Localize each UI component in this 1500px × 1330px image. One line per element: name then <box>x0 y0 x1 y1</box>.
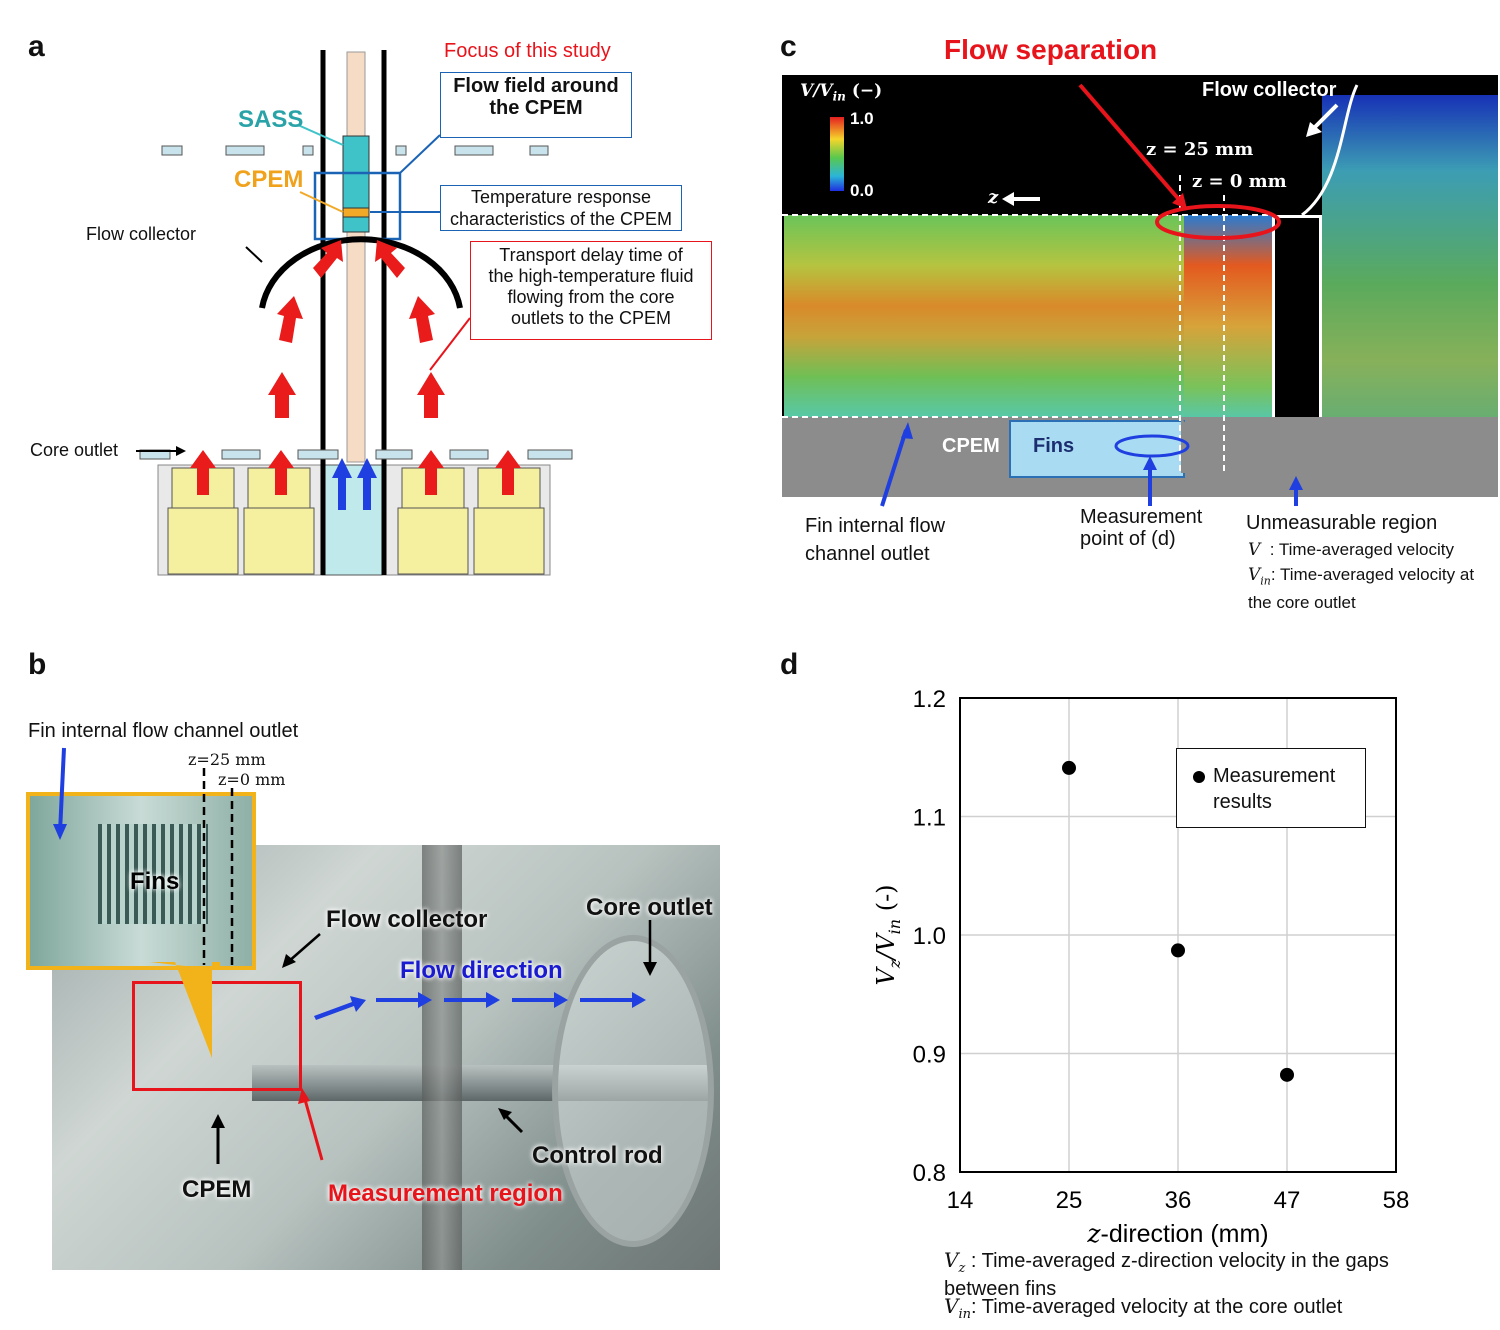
transport-delay-callout: Transport delay time of the high-tempera… <box>470 241 712 340</box>
z0-label-c: z = 0 mm <box>1192 171 1287 192</box>
x-tick-label: 47 <box>1274 1187 1301 1214</box>
panel-b-overlay <box>53 747 657 1164</box>
flow-field-callout: Flow field around the CPEM <box>440 72 632 138</box>
x-tick-label: 14 <box>947 1187 974 1214</box>
flow-separation-ellipse <box>1155 204 1281 240</box>
control-rod-label: Control rod <box>532 1142 663 1169</box>
x-tick-label: 36 <box>1165 1187 1192 1214</box>
unmeasurable-label: Unmeasurable region <box>1246 512 1438 534</box>
fins-inset <box>26 792 256 970</box>
velocity-field-right <box>1322 95 1498 475</box>
vin-note: Vin: Time-averaged velocity at the core … <box>944 1294 1343 1322</box>
control-rod-guide <box>321 464 383 576</box>
v-definition: V : Time-averaged velocity <box>1248 540 1454 560</box>
chart-legend: Measurement results <box>1176 748 1366 828</box>
x-tick-label: 58 <box>1383 1187 1410 1214</box>
colorbar-max: 1.0 <box>850 109 874 128</box>
velocity-field-fluid <box>784 215 1184 417</box>
y-tick-label: 1.2 <box>913 686 946 713</box>
sass <box>342 135 370 233</box>
cpem-label-a: CPEM <box>234 166 304 193</box>
cpem-label-c: CPEM <box>942 435 1000 457</box>
transport-delay-text: Transport delay time of the high-tempera… <box>488 245 694 328</box>
velocity-field-fluid-2 <box>1184 215 1274 417</box>
flow-collector-label-c: Flow collector <box>1202 79 1337 101</box>
measurement-point-ellipse <box>1114 434 1190 458</box>
x-axis-label: z-direction (mm) <box>1086 1219 1268 1248</box>
plot-frame <box>959 697 1397 1173</box>
panel-c-letter: c <box>780 30 797 63</box>
fin-outlet-label-c: Fin internal flow channel outlet <box>805 515 946 565</box>
vin-definition: Vin: Time-averaged velocity at the core … <box>1248 565 1475 613</box>
panel-d-letter: d <box>780 648 799 681</box>
colorbar-min: 0.0 <box>850 181 874 200</box>
z0-label-b: z=0 mm <box>218 770 286 789</box>
panel-b-letter: b <box>28 648 47 681</box>
y-tick-label: 0.9 <box>913 1042 946 1069</box>
legend-label: Measurement results <box>1213 765 1336 813</box>
panel-c-overlay <box>782 83 1359 475</box>
photo-core-outlet-disk <box>552 935 714 1247</box>
cpem-label-b: CPEM <box>182 1176 252 1203</box>
measurement-region-box <box>132 981 302 1091</box>
fins-label-c: Fins <box>1033 435 1075 457</box>
y-tick-label: 0.8 <box>913 1160 946 1187</box>
vz-note: Vz : Time-averaged z-direction velocity … <box>944 1248 1389 1300</box>
data-point <box>1171 943 1185 958</box>
fins-label-b: Fins <box>130 868 180 895</box>
measurement-region-label: Measurement region <box>328 1180 563 1207</box>
scatter-chart: 14 25 36 47 58 0.8 0.9 1.0 1.1 1.2 z-direction (m… <box>872 686 1410 1248</box>
inset-fins <box>98 824 208 924</box>
y-tick-label: 1.0 <box>913 923 946 950</box>
y-axis-label: Vz/Vin (-) <box>872 884 904 985</box>
colorbar <box>830 117 844 191</box>
y-tick-label: 1.1 <box>913 805 946 832</box>
data-point <box>1062 760 1076 775</box>
measurement-point-label: Measurement point of (d) <box>1080 506 1203 550</box>
experiment-photo <box>52 845 720 1270</box>
flow-collector-label-a: Flow collector <box>86 224 197 244</box>
photo-frame-post <box>422 845 462 1270</box>
z25-label-b: z=25 mm <box>188 750 266 769</box>
fin-outlet-label-b: Fin internal flow channel outlet <box>28 720 299 742</box>
panel-a-diagram <box>136 50 573 576</box>
panel-c-arrows <box>880 422 1303 507</box>
flow-direction-label: Flow direction <box>400 957 563 984</box>
legend-marker <box>1193 771 1205 783</box>
flow-field-text: Flow field around the CPEM <box>453 75 619 119</box>
velocity-field: V/Vin (−) 1.0 0.0 Flow collector z = 25 … <box>782 75 1498 497</box>
colorbar-title: V/Vin (−) <box>800 81 883 104</box>
core-outlet-label-a: Core outlet <box>30 440 119 460</box>
control-rod <box>346 51 366 463</box>
flow-collector-label-b: Flow collector <box>326 906 488 933</box>
temp-response-callout: Temperature response characteristics of … <box>440 185 682 231</box>
cpem-band <box>342 207 370 218</box>
x-tick-label: 25 <box>1056 1187 1083 1214</box>
z25-label-c: z = 25 mm <box>1146 139 1254 160</box>
flow-separation-label: Flow separation <box>944 34 1158 65</box>
z-axis-label: z <box>988 187 999 208</box>
focus-label: Focus of this study <box>444 40 611 62</box>
temp-response-text: Temperature response characteristics of … <box>449 187 673 229</box>
data-point <box>1280 1067 1294 1082</box>
core-outlet-label-b: Core outlet <box>586 894 713 921</box>
sass-label: SASS <box>238 106 304 133</box>
panel-a-letter: a <box>28 30 45 63</box>
flow-collector-arc <box>259 236 463 309</box>
